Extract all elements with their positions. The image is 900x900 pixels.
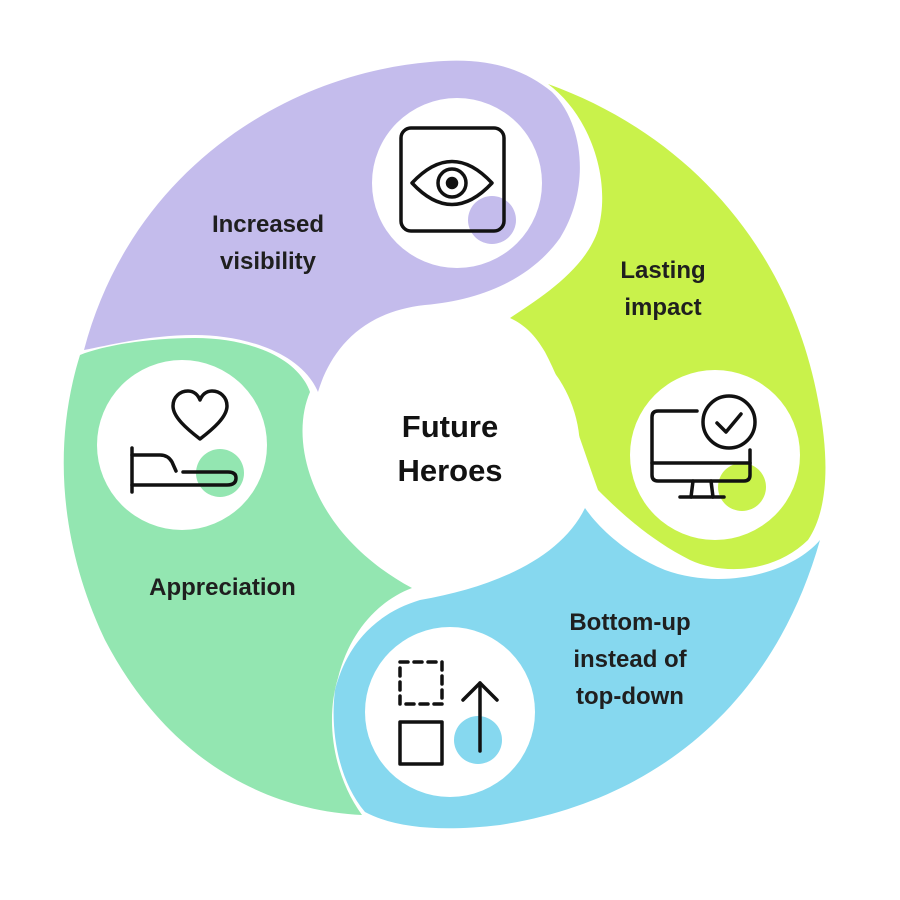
bottom-up-accent-dot — [454, 716, 502, 764]
label-impact-line2: impact — [624, 294, 702, 321]
bottom-up-icon-circle — [365, 627, 535, 797]
label-appreciation-line1: Appreciation — [149, 574, 296, 601]
label-bottom-up: Bottom-up instead of top-down — [545, 604, 715, 715]
label-bottom-up-line2: instead of — [573, 646, 687, 673]
label-appreciation: Appreciation — [110, 569, 335, 606]
label-visibility-line2: visibility — [219, 248, 317, 275]
center-title-line1: Future — [401, 409, 499, 444]
hand-heart-icon — [130, 389, 238, 494]
label-bottom-up-line3: top-down — [576, 683, 684, 710]
center-circle — [320, 320, 580, 580]
monitor-check-icon — [650, 394, 757, 499]
squares-arrow-up-icon — [398, 660, 499, 766]
label-impact: Lasting impact — [593, 252, 733, 326]
center-title-line2: Heroes — [397, 453, 503, 488]
label-impact-line1: Lasting — [620, 257, 706, 284]
label-bottom-up-line1: Bottom-up — [569, 609, 691, 636]
appreciation-icon-circle — [97, 360, 267, 530]
visibility-accent-dot — [468, 196, 516, 244]
eye-icon — [399, 126, 506, 233]
center-title: Future Heroes — [350, 405, 550, 493]
label-visibility-line1: Increased — [211, 211, 325, 238]
label-visibility: Increased visibility — [188, 206, 348, 280]
impact-accent-dot — [718, 463, 766, 511]
impact-icon-circle — [630, 370, 800, 540]
